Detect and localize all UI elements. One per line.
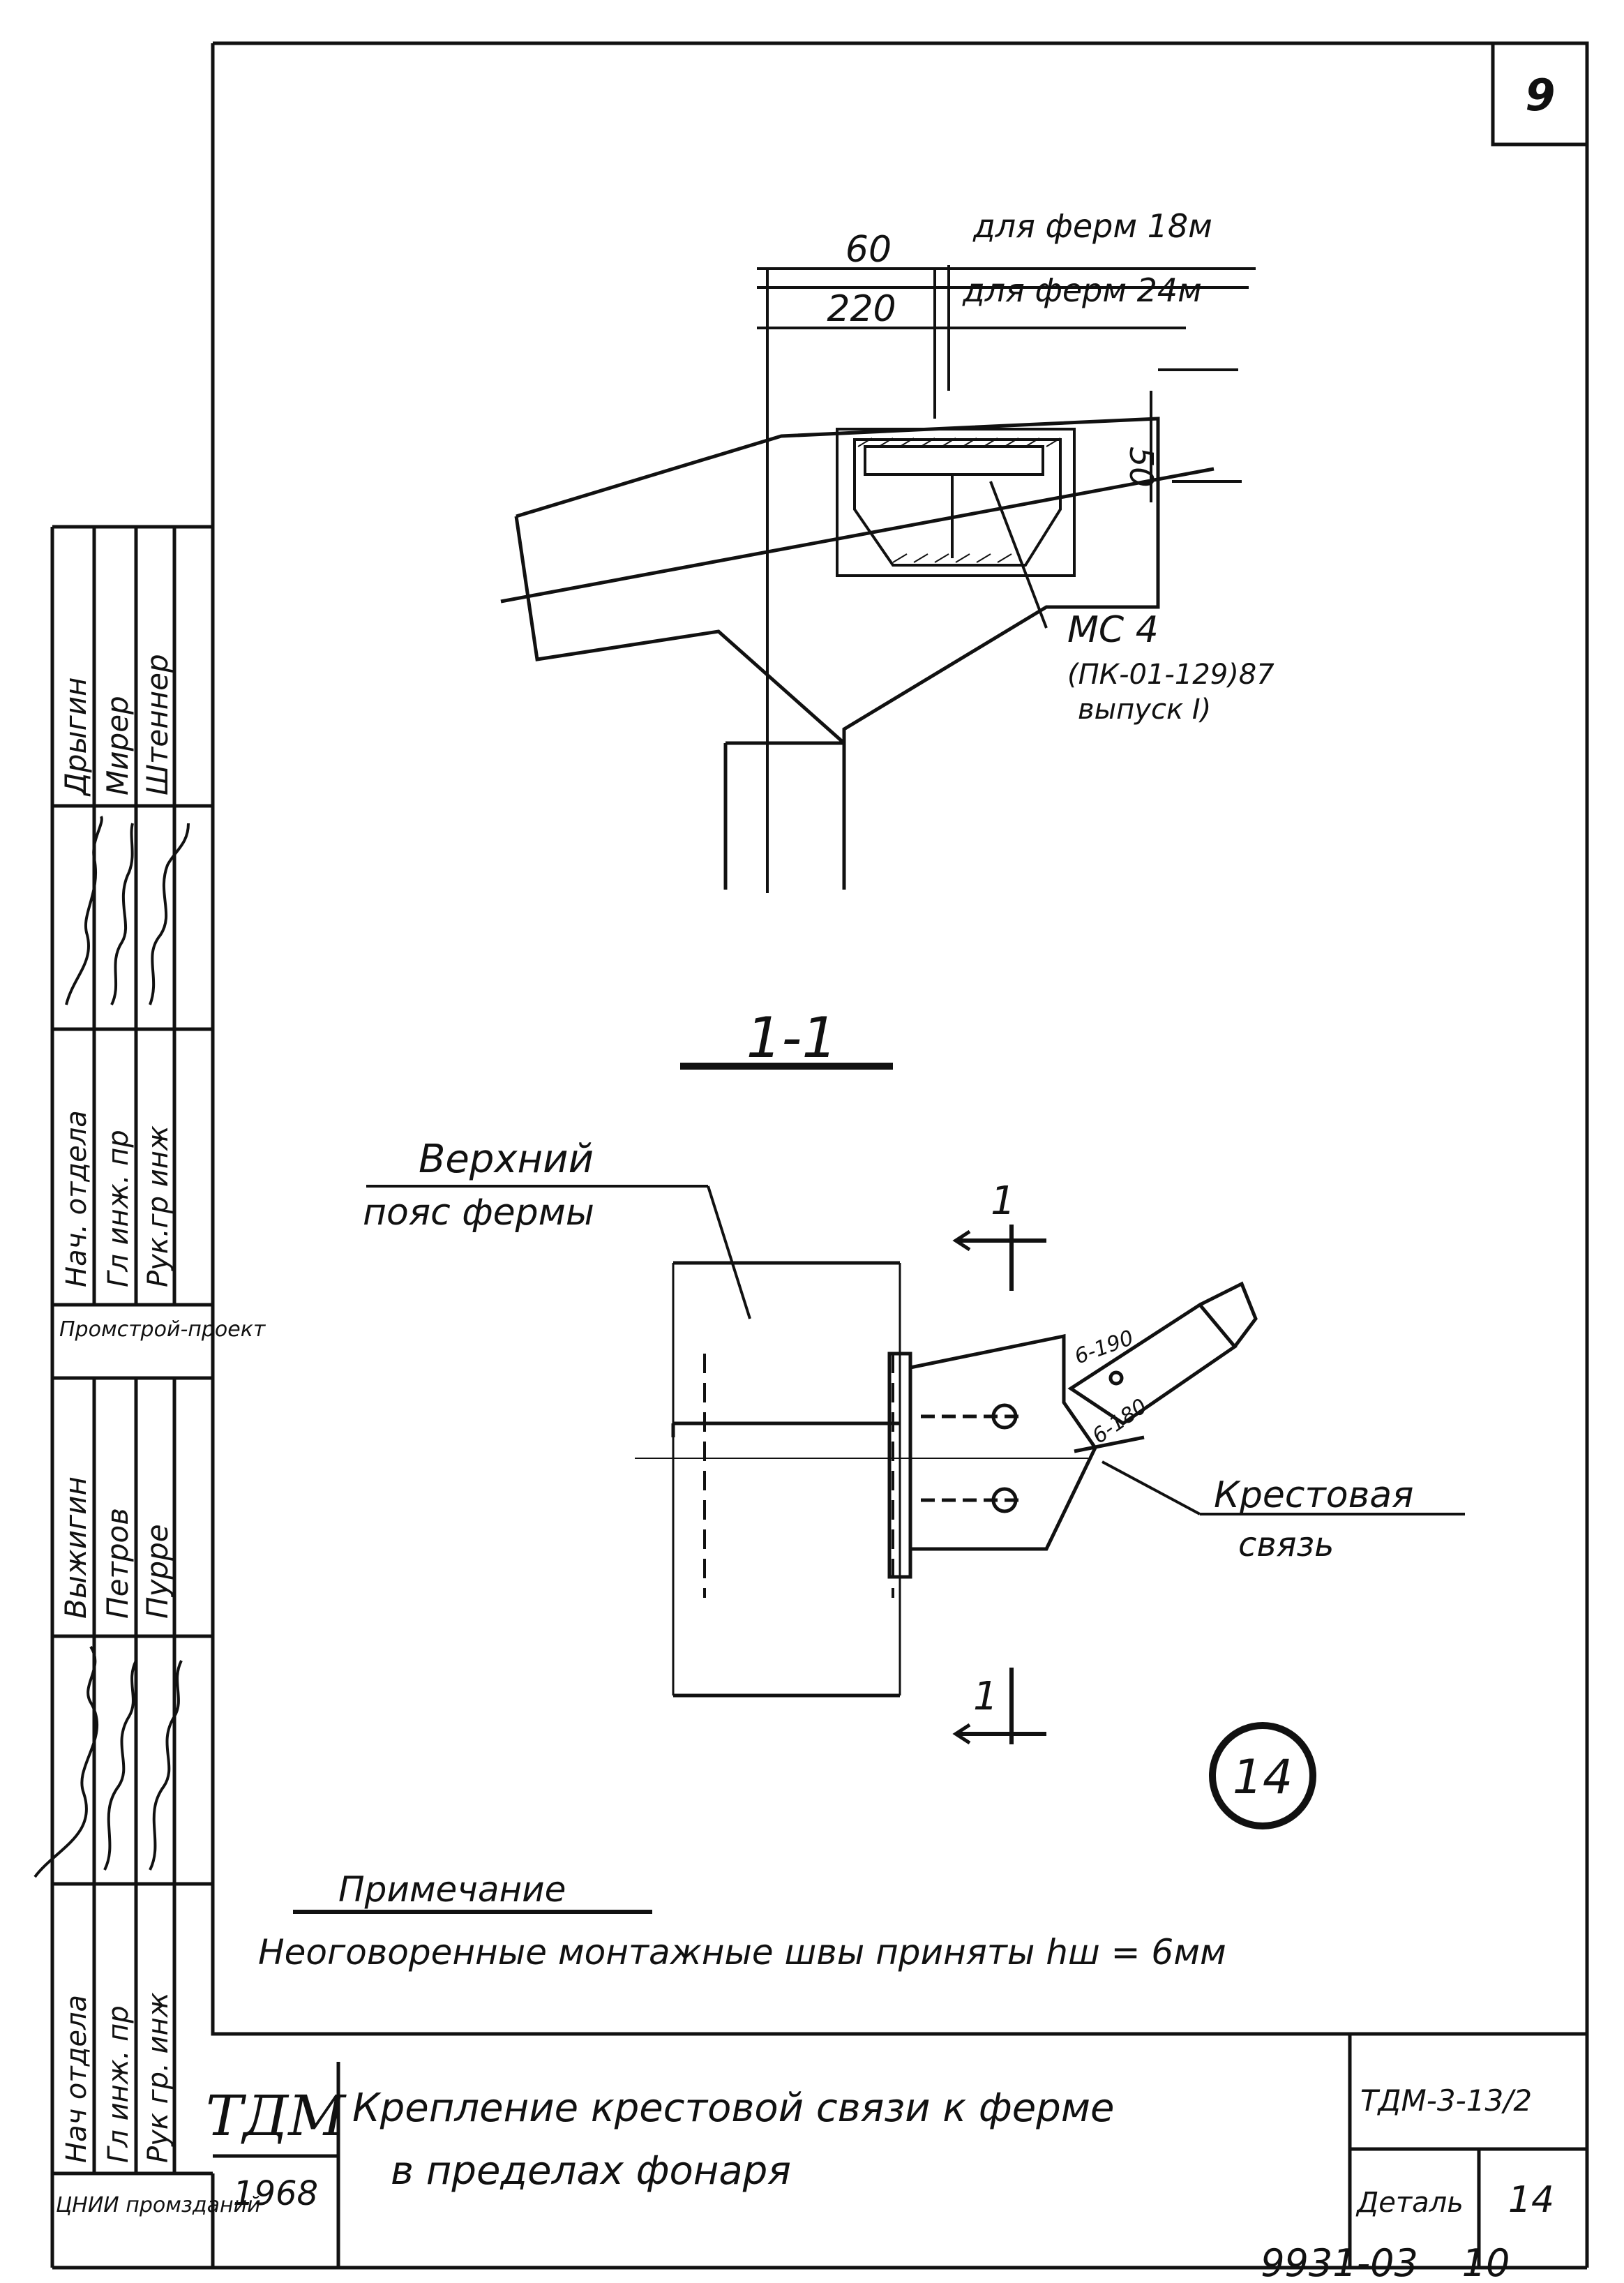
note-trusses-24m: для ферм 24м [962, 271, 1202, 309]
sheet-frame [211, 41, 1589, 2036]
section-label: 1-1 [680, 1005, 893, 1070]
bottom-code: 9931-03 [1261, 2241, 1418, 2283]
side-stamp: Дрыгин Мирер Штеннер Нач. отдела Гл инж.… [33, 525, 266, 2270]
dimension-60: 60 [845, 229, 892, 271]
chord-label-lower: пояс фермы [363, 1192, 594, 1234]
signatory-name: Дрыгин [59, 678, 93, 797]
role: Рук гр. инж [142, 1992, 174, 2163]
detail-number: 14 [1508, 2179, 1554, 2221]
doc-code: ТДМ-3-13/2 [1360, 2083, 1532, 2118]
svg-text:14: 14 [1233, 1750, 1293, 1805]
chord-label-upper: Верхний [419, 1137, 594, 1182]
part-ref-mc4: МС 4 [1067, 609, 1159, 651]
signatory-name: Штеннер [140, 654, 174, 795]
svg-text:1: 1 [991, 1178, 1016, 1224]
svg-text:1-1: 1-1 [746, 1005, 838, 1070]
role: Нач. отдела [61, 1110, 93, 1287]
signatory-name: Пурре [140, 1524, 174, 1619]
detail-mark: 14 [1209, 1722, 1316, 1829]
role: Рук.гр инж [142, 1125, 174, 1287]
title-line2: в пределах фонаря [391, 2148, 791, 2194]
year: 1968 [233, 2174, 318, 2213]
note: Примечание Неоговоренные монтажные швы п… [258, 1869, 1226, 1973]
org-1: Промстрой-проект [59, 1317, 266, 1342]
signatory-name: Петров [100, 1508, 135, 1619]
page-number-box: 9 [1491, 41, 1589, 147]
brace-label: Крестовая [1214, 1474, 1413, 1516]
svg-text:6-190: 6-190 [1072, 1326, 1137, 1370]
handwritten-signatures [65, 816, 190, 1005]
section-view: 60 220 для ферм 18м для ферм 24м 50 МС 4 [500, 207, 1275, 893]
part-ref-issue: выпуск I) [1078, 694, 1211, 726]
note-text: Неоговоренные монтажные швы приняты hш =… [258, 1932, 1226, 1973]
cut-mark-bottom [952, 1668, 1046, 1745]
note-title: Примечание [338, 1869, 566, 1910]
signatory-name: Мирер [100, 696, 135, 795]
gusset-plate [887, 1333, 1097, 1579]
embedded-plate [836, 428, 1076, 629]
role: Гл инж. пр [103, 2005, 135, 2163]
org-2: ЦНИИ промзданий [56, 2193, 261, 2217]
detail-label: Деталь [1355, 2187, 1464, 2219]
handwritten-signatures [33, 1645, 183, 1878]
page-number: 9 [1525, 70, 1555, 121]
cut-mark-top [952, 1225, 1046, 1291]
role: Нач отдела [61, 1995, 93, 2163]
dimension-220: 220 [827, 288, 896, 330]
plan-view: Верхний пояс фермы 1 1 [363, 1137, 1465, 1745]
org-mark: ТДМ [206, 2083, 347, 2148]
note-trusses-18m: для ферм 18м [972, 207, 1212, 245]
role: Гл инж. пр [103, 1130, 135, 1287]
svg-text:1: 1 [973, 1674, 998, 1719]
signatory-name: Выжигин [59, 1476, 93, 1619]
title-block: ТДМ 1968 Крепление крестовой связи к фер… [206, 2034, 1589, 2270]
brace-label-2: связь [1238, 1525, 1334, 1564]
part-ref-series: (ПК-01-129)87 [1067, 659, 1275, 691]
title-line1: Крепление крестовой связи к ферме [352, 2086, 1115, 2131]
cross-brace [1067, 1281, 1258, 1453]
bottom-page: 10 [1462, 2241, 1510, 2283]
